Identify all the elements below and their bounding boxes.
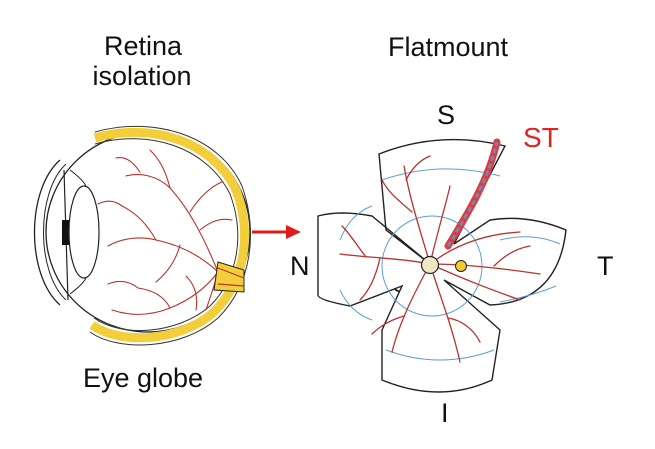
lens [68,185,100,279]
macula [455,260,467,272]
cornea-inner [43,163,67,301]
flatmount [317,138,567,393]
right-arrow-icon [252,225,301,239]
flatmount-outline [317,138,567,393]
flatmount-vessels [339,155,541,363]
flatmount-title: Flatmount [388,32,509,62]
retina-isolation-title-line2: isolation [92,61,192,91]
retina-outer-line [89,125,251,346]
optic-disc [420,255,440,275]
optic-nerve-vessels [217,267,245,287]
central-zone-ring [381,215,483,317]
pupil [62,220,70,245]
cut-label-st: ST [523,122,559,153]
ciliary-body [69,169,87,295]
cornea [33,159,61,306]
quadrant-label-inferior: I [441,398,449,428]
eye-globe [33,125,251,346]
quadrant-label-superior: S [437,100,456,130]
retina-isolation-title-line1: Retina [103,31,183,61]
retina-inner-line [93,138,239,331]
retina-layer [89,127,250,343]
quadrant-label-temporal: T [597,251,614,281]
superotemporal-cut-line [446,141,499,247]
eye-globe-caption: Eye globe [82,363,204,393]
quadrant-label-nasal: N [290,251,310,281]
